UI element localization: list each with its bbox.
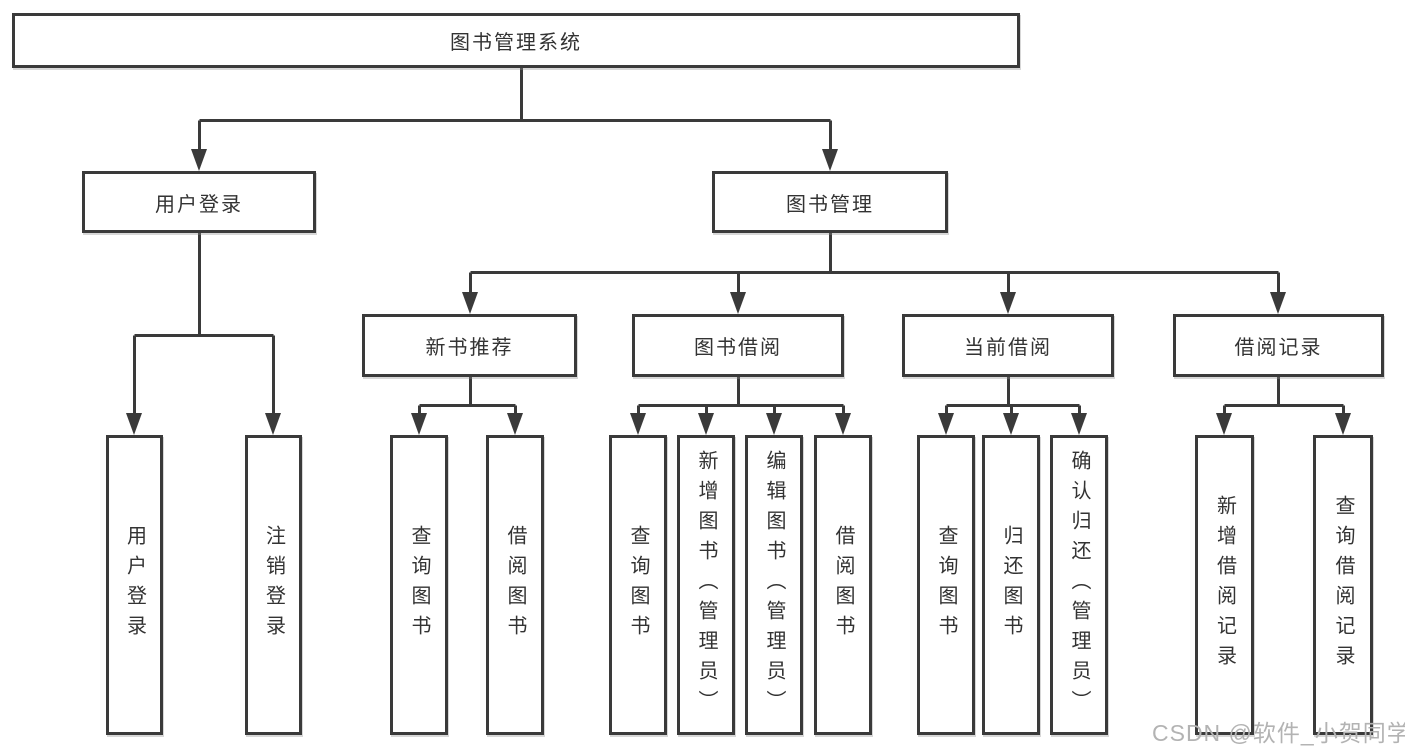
- arrow-login: [191, 149, 207, 171]
- arrow-leaf-4: [507, 413, 523, 435]
- leaf-newrec-query-books: 查询图书: [390, 435, 448, 735]
- arrow-mgmt: [822, 149, 838, 171]
- arrow-leaf-6: [698, 413, 714, 435]
- node-book-borrow: 图书借阅: [632, 314, 844, 377]
- node-new-book-recommend-label: 新书推荐: [425, 337, 514, 359]
- arrowheads: [126, 149, 1351, 435]
- leaf-logout-label: 注销登录: [262, 525, 285, 645]
- leaf-add-borrow-record-label: 新增借阅记录: [1213, 495, 1236, 675]
- leaf-newrec-query-books-label: 查询图书: [408, 525, 430, 645]
- connector-record-bus: [1223, 377, 1345, 414]
- connector-current-bus: [945, 377, 1081, 414]
- node-book-borrow-label: 图书借阅: [694, 337, 782, 359]
- connector-login-bus: [133, 233, 275, 414]
- leaf-add-book-admin: 新增图书（管理员）: [677, 435, 735, 735]
- leaf-user-login-label: 用户登录: [123, 525, 146, 645]
- arrow-current: [1000, 292, 1016, 314]
- leaf-edit-book-admin: 编辑图书（管理员）: [745, 435, 803, 735]
- arrow-borrow: [730, 292, 746, 314]
- leaf-current-query-books: 查询图书: [917, 435, 975, 735]
- node-user-login-label: 用户登录: [155, 193, 243, 216]
- connector-mgmt-bus: [469, 233, 1280, 293]
- arrow-leaf-3: [411, 413, 427, 435]
- node-book-management-label: 图书管理: [786, 193, 874, 216]
- arrow-leaf-11: [1071, 413, 1087, 435]
- node-new-book-recommend: 新书推荐: [362, 314, 577, 377]
- arrow-leaf-1: [126, 413, 142, 435]
- connector-borrow-bus: [637, 377, 845, 414]
- csdn-watermark: CSDN @软件_小贺同学: [1152, 720, 1405, 746]
- arrow-leaf-2: [265, 413, 281, 435]
- leaf-add-borrow-record: 新增借阅记录: [1195, 435, 1254, 735]
- connector-root-bus: [198, 68, 832, 150]
- node-borrow-record-label: 借阅记录: [1234, 337, 1323, 359]
- arrow-leaf-9: [938, 413, 954, 435]
- leaf-confirm-return-admin-label: 确认归还（管理员）: [1068, 450, 1090, 720]
- node-user-login: 用户登录: [82, 171, 316, 233]
- leaf-query-borrow-record-label: 查询借阅记录: [1332, 495, 1354, 675]
- arrow-leaf-5: [630, 413, 646, 435]
- connector-newrec-bus: [418, 377, 517, 414]
- leaf-current-query-books-label: 查询图书: [935, 525, 957, 645]
- leaf-logout: 注销登录: [245, 435, 302, 735]
- leaf-newrec-borrow-books: 借阅图书: [486, 435, 544, 735]
- leaf-user-login: 用户登录: [106, 435, 163, 735]
- arrow-leaf-8: [835, 413, 851, 435]
- node-borrow-record: 借阅记录: [1173, 314, 1384, 377]
- leaf-confirm-return-admin: 确认归还（管理员）: [1050, 435, 1108, 735]
- arrow-leaf-10: [1003, 413, 1019, 435]
- arrow-record: [1270, 292, 1286, 314]
- leaf-borrow-query-books: 查询图书: [609, 435, 667, 735]
- node-current-borrow-label: 当前借阅: [964, 337, 1052, 359]
- arrow-newrec: [462, 292, 478, 314]
- leaf-return-books: 归还图书: [982, 435, 1040, 735]
- node-root-label: 图书管理系统: [450, 32, 582, 54]
- arrow-leaf-12: [1216, 413, 1232, 435]
- leaf-add-book-admin-label: 新增图书（管理员）: [695, 450, 717, 720]
- leaf-edit-book-admin-label: 编辑图书（管理员）: [763, 450, 785, 720]
- leaf-borrow-books: 借阅图书: [814, 435, 872, 735]
- node-current-borrow: 当前借阅: [902, 314, 1114, 377]
- arrow-leaf-13: [1335, 413, 1351, 435]
- leaf-borrow-query-books-label: 查询图书: [627, 525, 649, 645]
- leaf-return-books-label: 归还图书: [1000, 525, 1022, 645]
- node-root-system: 图书管理系统: [12, 13, 1020, 68]
- leaf-query-borrow-record: 查询借阅记录: [1313, 435, 1373, 735]
- arrow-leaf-7: [766, 413, 782, 435]
- leaf-newrec-borrow-books-label: 借阅图书: [504, 525, 526, 645]
- node-book-management: 图书管理: [712, 171, 948, 233]
- leaf-borrow-books-label: 借阅图书: [832, 525, 854, 645]
